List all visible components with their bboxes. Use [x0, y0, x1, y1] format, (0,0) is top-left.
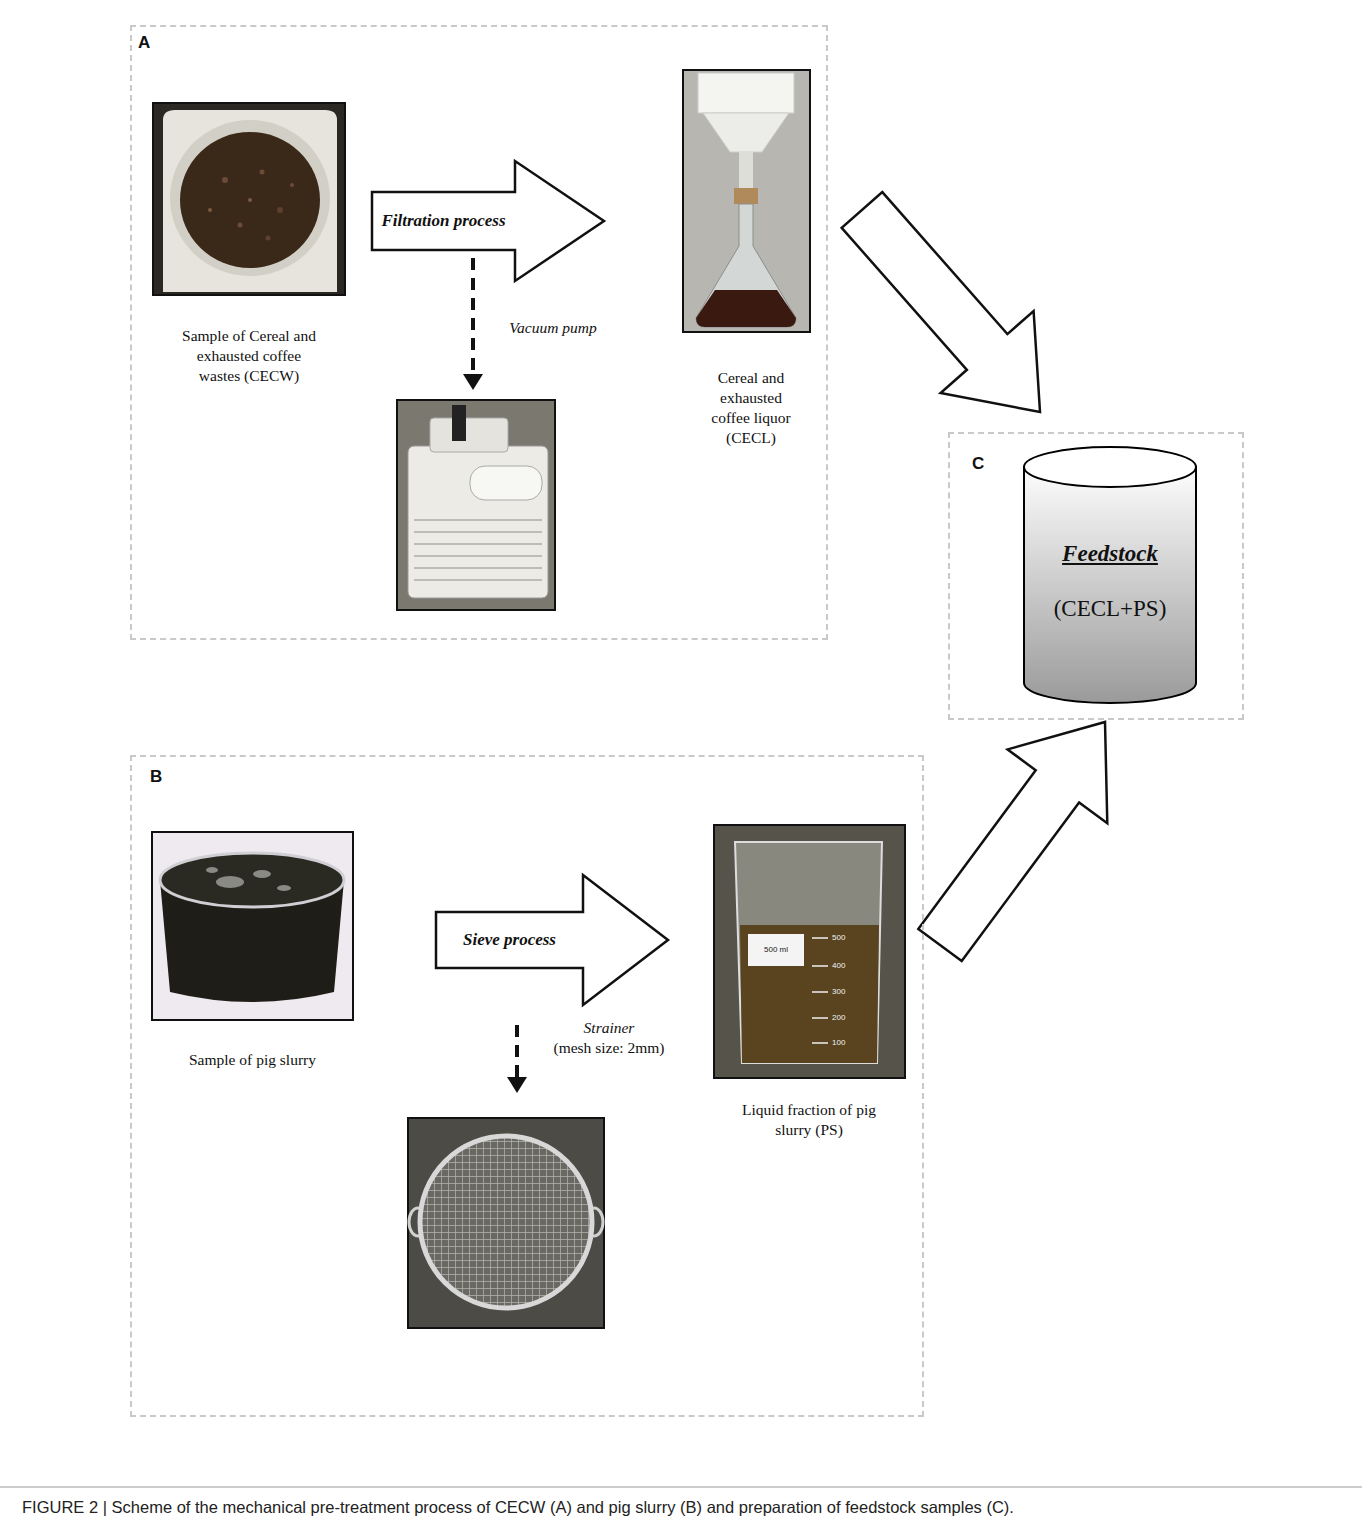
block-arrow	[918, 722, 1107, 961]
photo-caption: (mesh size: 2mm)	[534, 1038, 684, 1058]
feedstock-text: Feedstock	[1022, 540, 1198, 568]
graduation-mark: 200	[832, 1013, 854, 1023]
photo-caption: Cereal and exhausted coffee liquor (CECL…	[705, 368, 797, 448]
photo-caption: Vacuum pump	[497, 318, 609, 338]
photo-card: Strainer(mesh size: 2mm)	[408, 1118, 604, 1328]
panel-box: A Sample of Cereal and exhausted coffee w…	[130, 25, 828, 640]
graduation-mark: 500	[832, 933, 854, 943]
panel-letter: C	[972, 454, 1002, 474]
block-arrow	[436, 875, 668, 1005]
dashed-arrow	[463, 258, 483, 390]
photo-card: Liquid fraction of pig slurry (PS)	[714, 825, 905, 1144]
figure-caption: FIGURE 2 | Scheme of the mechanical pre-…	[22, 1497, 1342, 1517]
panel-letter: A	[138, 33, 168, 53]
panel-box: C Feedstock (CECL+PS)	[948, 432, 1244, 720]
feedstock-cylinder: Feedstock (CECL+PS)	[1022, 445, 1198, 705]
vacuum-pump-photo	[397, 400, 555, 610]
photo-card: Sample of Cereal and exhausted coffee wa…	[153, 103, 345, 390]
beaker-label: 500 ml	[750, 945, 802, 955]
photo-caption: Sample of pig slurry	[162, 1050, 343, 1070]
block-arrow	[842, 192, 1040, 412]
dashed-arrow	[507, 1025, 527, 1093]
pig-slurry-photo	[152, 832, 353, 1020]
strainer-photo	[408, 1118, 604, 1328]
cecw-photo	[153, 103, 345, 295]
panel-letter: B	[150, 767, 180, 787]
cecl-photo	[683, 70, 810, 332]
photo-card: Cereal and exhausted coffee liquor (CECL…	[683, 70, 810, 452]
photo-caption: Strainer	[534, 1018, 684, 1038]
graduation-mark: 100	[832, 1038, 854, 1048]
feedstock-text: (CECL+PS)	[1022, 595, 1198, 623]
process-label: Sieve process	[463, 930, 556, 950]
beaker-photo	[714, 825, 905, 1078]
photo-card: Vacuum pump	[397, 400, 555, 610]
photo-caption: Liquid fraction of pig slurry (PS)	[729, 1100, 889, 1140]
graduation-mark: 300	[832, 987, 854, 997]
panel-box: B Sample of pig slurryLiquid fraction of …	[130, 755, 924, 1417]
caption-rule	[0, 1487, 1362, 1488]
photo-card: Sample of pig slurry	[152, 832, 353, 1074]
photo-caption: Sample of Cereal and exhausted coffee wa…	[176, 326, 322, 386]
process-label: Filtration process	[381, 211, 505, 231]
block-arrow	[372, 161, 604, 281]
cylinder-outline	[1022, 445, 1198, 705]
graduation-mark: 400	[832, 961, 854, 971]
